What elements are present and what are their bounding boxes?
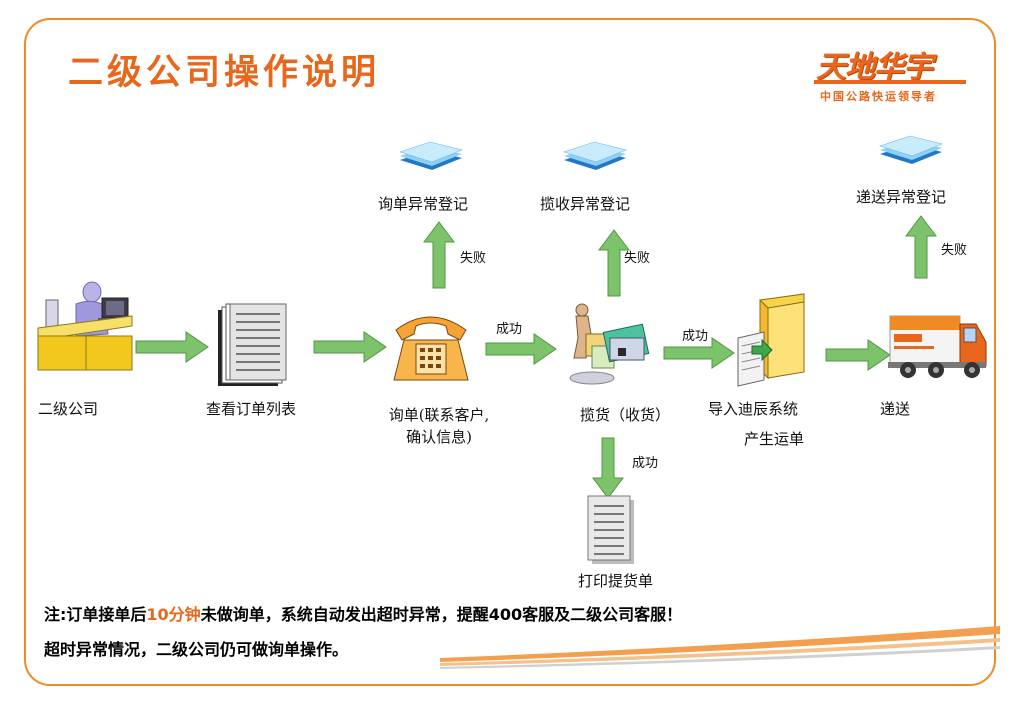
document-stack-icon [218,303,287,386]
flow-arrow-right [663,337,735,369]
note-highlight: 10分钟 [146,605,201,624]
fail-label: 失败 [460,251,487,266]
success-label: 成功 [496,322,523,337]
node-inquiry-label: 询单(联系客户, 确认信息) [374,404,504,448]
node-company-label: 二级公司 [38,400,99,418]
pickup-exception-label: 揽收异常登记 [540,195,631,213]
node-print-label: 打印提货单 [578,572,654,590]
brand-logo: 天地华宇 中国公路快运领导者 [812,42,972,106]
worker-at-desk-icon [37,281,133,371]
brand-logo-mark: 天地华宇 [816,50,933,85]
note-prefix: 注:订单接单后 [44,605,147,624]
node-pickup-label: 揽货（收货） [580,406,671,424]
flow-arrow-right [485,333,557,365]
flow-arrow-right [135,331,209,363]
node-delivery-label: 递送 [880,400,911,418]
inquiry-exception-label: 询单异常登记 [378,195,469,213]
telephone-icon [393,316,469,381]
node-import-line2: 产生运单 [744,430,805,448]
success-arrow-down [592,437,624,499]
delivery-truck-icon [888,315,987,378]
node-inquiry-line2: 确认信息) [406,428,472,446]
delivery-exception-label: 递送异常登记 [856,188,947,206]
printed-sheet-icon [587,495,634,564]
paper-stack-icon [563,141,627,170]
brand-logo-underline [814,80,966,84]
worker-with-boxes-icon [569,303,650,385]
decorative-swoosh [440,626,1000,669]
folder-import-icon [737,293,805,387]
slide-frame [24,18,996,686]
brand-slogan: 中国公路快运领导者 [820,90,937,103]
flow-arrow-right [313,331,387,363]
node-inquiry-line1: 询单(联系客户, [388,406,490,424]
fail-arrow-up [423,221,455,289]
flow-arrow-right [825,339,891,371]
paper-stack-icon [399,141,463,170]
note-line-1: 注:订单接单后10分钟未做询单，系统自动发出超时异常，提醒400客服及二级公司客… [44,601,682,625]
page-title: 二级公司操作说明 [68,52,381,93]
node-import-line1: 导入迪辰系统 [708,400,799,418]
success-label: 成功 [682,329,709,344]
fail-arrow-up [598,229,630,297]
fail-label: 失败 [624,251,651,266]
fail-label: 失败 [941,243,968,258]
fail-arrow-up [905,215,937,279]
note-suffix: 未做询单，系统自动发出超时异常，提醒400客服及二级公司客服！ [200,605,683,624]
node-order-list-label: 查看订单列表 [206,400,297,418]
success-label: 成功 [632,456,659,471]
note-line-2: 超时异常情况，二级公司仍可做询单操作。 [44,640,349,659]
paper-stack-icon [879,135,943,164]
